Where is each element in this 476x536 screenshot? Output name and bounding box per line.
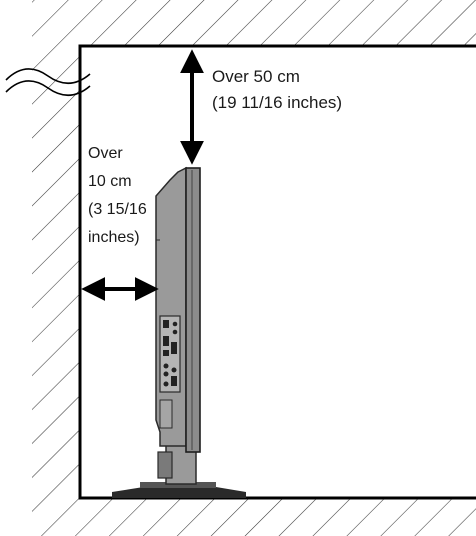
- side-clearance-label-line4: inches): [88, 229, 140, 246]
- side-clearance-label-line2: 10 cm: [88, 173, 132, 190]
- wall-outline: [78, 44, 476, 500]
- top-clearance-label-line1: Over 50 cm: [212, 67, 300, 86]
- top-clearance-label-line2: (19 11/16 inches): [212, 93, 342, 112]
- side-clearance-label-line3: (3 15/16: [88, 201, 147, 218]
- wall-hatching: [32, 0, 476, 536]
- tv-side-view: [112, 166, 246, 498]
- break-mark-icon: [5, 68, 91, 97]
- side-clearance-label-line1: Over: [88, 145, 123, 162]
